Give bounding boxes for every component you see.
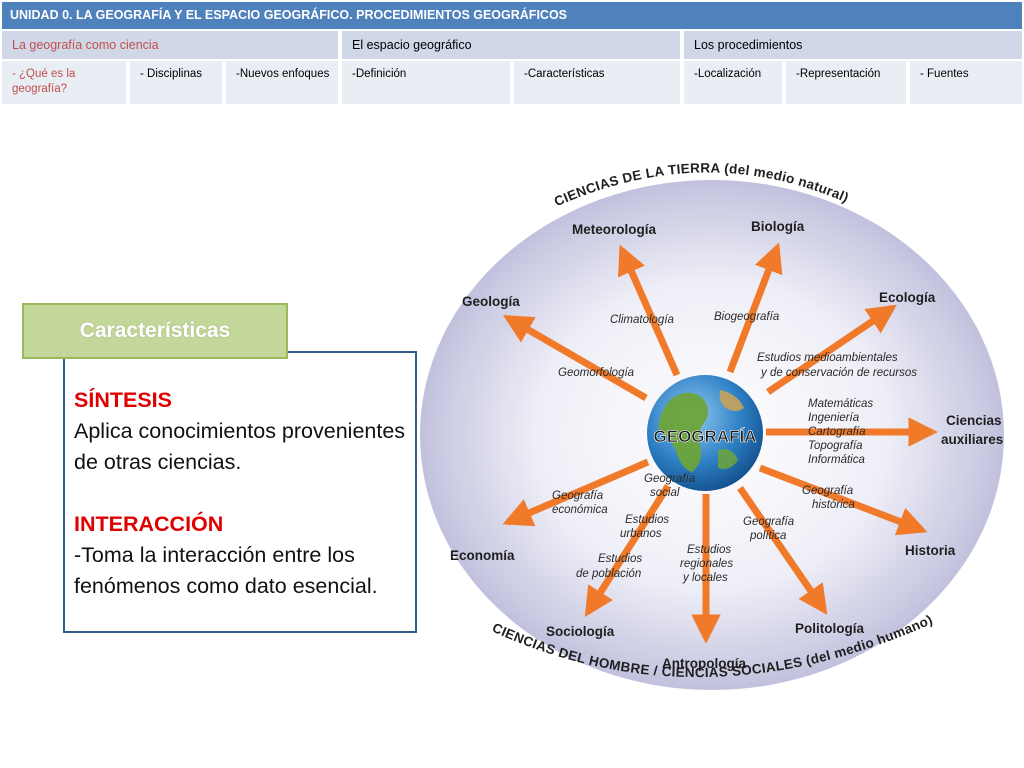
arrow-biologia bbox=[726, 242, 783, 374]
nav-sub-representacion[interactable]: -Representación bbox=[786, 61, 908, 104]
label-ciencias-1: Ciencias bbox=[946, 413, 1002, 428]
label-matematicas: Matemáticas bbox=[808, 398, 873, 410]
card-content: SÍNTESIS Aplica conocimientos provenient… bbox=[74, 385, 419, 602]
label-historia: Historia bbox=[905, 543, 956, 558]
label-geo-politica-2: política bbox=[749, 530, 786, 542]
label-estudios-medio-2: y de conservación de recursos bbox=[760, 367, 917, 379]
label-geo-economica-1: Geografía bbox=[552, 490, 603, 502]
label-geo-social-2: social bbox=[650, 487, 680, 499]
label-politologia: Politología bbox=[795, 621, 864, 636]
label-estudios-regionales-2: regionales bbox=[680, 558, 733, 570]
label-ecologia: Ecología bbox=[879, 290, 936, 305]
label-topografia: Topografía bbox=[808, 440, 863, 452]
label-economia: Economía bbox=[450, 548, 515, 563]
label-informatica: Informática bbox=[808, 454, 865, 466]
label-biologia: Biología bbox=[751, 219, 805, 234]
nav-section-geografia-ciencia[interactable]: La geografía como ciencia bbox=[2, 31, 340, 59]
label-geo-politica-1: Geografía bbox=[743, 516, 794, 528]
nav-sub-caracteristicas[interactable]: -Características bbox=[514, 61, 682, 104]
center-label: GEOGRAFÍA bbox=[654, 427, 757, 446]
spacer bbox=[74, 478, 419, 509]
label-ciencias-2: auxiliares bbox=[941, 432, 1003, 447]
label-geo-economica-2: económica bbox=[552, 504, 608, 516]
label-ingenieria: Ingeniería bbox=[808, 412, 859, 424]
label-estudios-medio-1: Estudios medioambientales bbox=[757, 352, 898, 364]
interaccion-heading: INTERACCIÓN bbox=[74, 512, 224, 536]
label-antropologia: Antropología bbox=[662, 656, 746, 671]
nav-sub-definicion[interactable]: -Definición bbox=[342, 61, 512, 104]
arrow-sociologia bbox=[584, 484, 671, 617]
label-estudios-urbanos-2: urbanos bbox=[620, 528, 662, 540]
arrow-politologia bbox=[737, 486, 828, 615]
label-geo-social-1: Geografía bbox=[644, 473, 695, 485]
label-estudios-urbanos-1: Estudios bbox=[625, 514, 669, 526]
unit-title: UNIDAD 0. LA GEOGRAFÍA Y EL ESPACIO GEOG… bbox=[2, 2, 1022, 29]
arrow-ecologia bbox=[766, 304, 897, 395]
nav-section-espacio-geografico[interactable]: El espacio geográfico bbox=[342, 31, 682, 59]
label-meteorologia: Meteorología bbox=[572, 222, 656, 237]
arrows bbox=[502, 242, 938, 644]
label-climatologia: Climatología bbox=[610, 314, 674, 326]
label-cartografia: Cartografía bbox=[808, 426, 866, 438]
label-estudios-poblacion-1: Estudios bbox=[598, 553, 642, 565]
caracteristicas-tab: Características bbox=[22, 303, 288, 359]
arrow-geologia bbox=[502, 314, 648, 402]
nav-section-procedimientos[interactable]: Los procedimientos bbox=[684, 31, 1022, 59]
label-sociologia: Sociología bbox=[546, 624, 615, 639]
caracteristicas-card bbox=[63, 351, 417, 633]
nav-sub-nuevos-enfoques[interactable]: -Nuevos enfoques bbox=[226, 61, 340, 104]
globe-icon bbox=[647, 375, 763, 491]
label-estudios-poblacion-2: de población bbox=[576, 568, 641, 580]
nav-sub-disciplinas[interactable]: - Disciplinas bbox=[130, 61, 224, 104]
label-geomorfologia: Geomorfología bbox=[558, 367, 634, 379]
arrow-historia bbox=[758, 464, 928, 536]
arrow-economia bbox=[502, 458, 650, 527]
arrow-meteorologia bbox=[618, 244, 681, 377]
interaccion-text: -Toma la interacción entre los fenómenos… bbox=[74, 543, 378, 598]
label-estudios-regionales-1: Estudios bbox=[687, 544, 731, 556]
nav-sub-que-es[interactable]: - ¿Qué es la geografía? bbox=[2, 61, 128, 104]
label-estudios-regionales-3: y locales bbox=[682, 572, 728, 584]
label-geologia: Geología bbox=[462, 294, 520, 309]
sintesis-heading: SÍNTESIS bbox=[74, 388, 172, 412]
label-geo-historica-1: Geografía bbox=[802, 485, 853, 497]
nav-sub-fuentes[interactable]: - Fuentes bbox=[910, 61, 1022, 104]
geography-diagram: GEOGRAFÍA CIENCIAS DE LA TIERRA (del med… bbox=[420, 160, 1004, 690]
nav-sub-localizacion[interactable]: -Localización bbox=[684, 61, 784, 104]
label-biogeografia: Biogeografía bbox=[714, 311, 779, 323]
label-geo-historica-2: histórica bbox=[812, 499, 855, 511]
sintesis-text: Aplica conocimientos provenientes de otr… bbox=[74, 419, 406, 474]
